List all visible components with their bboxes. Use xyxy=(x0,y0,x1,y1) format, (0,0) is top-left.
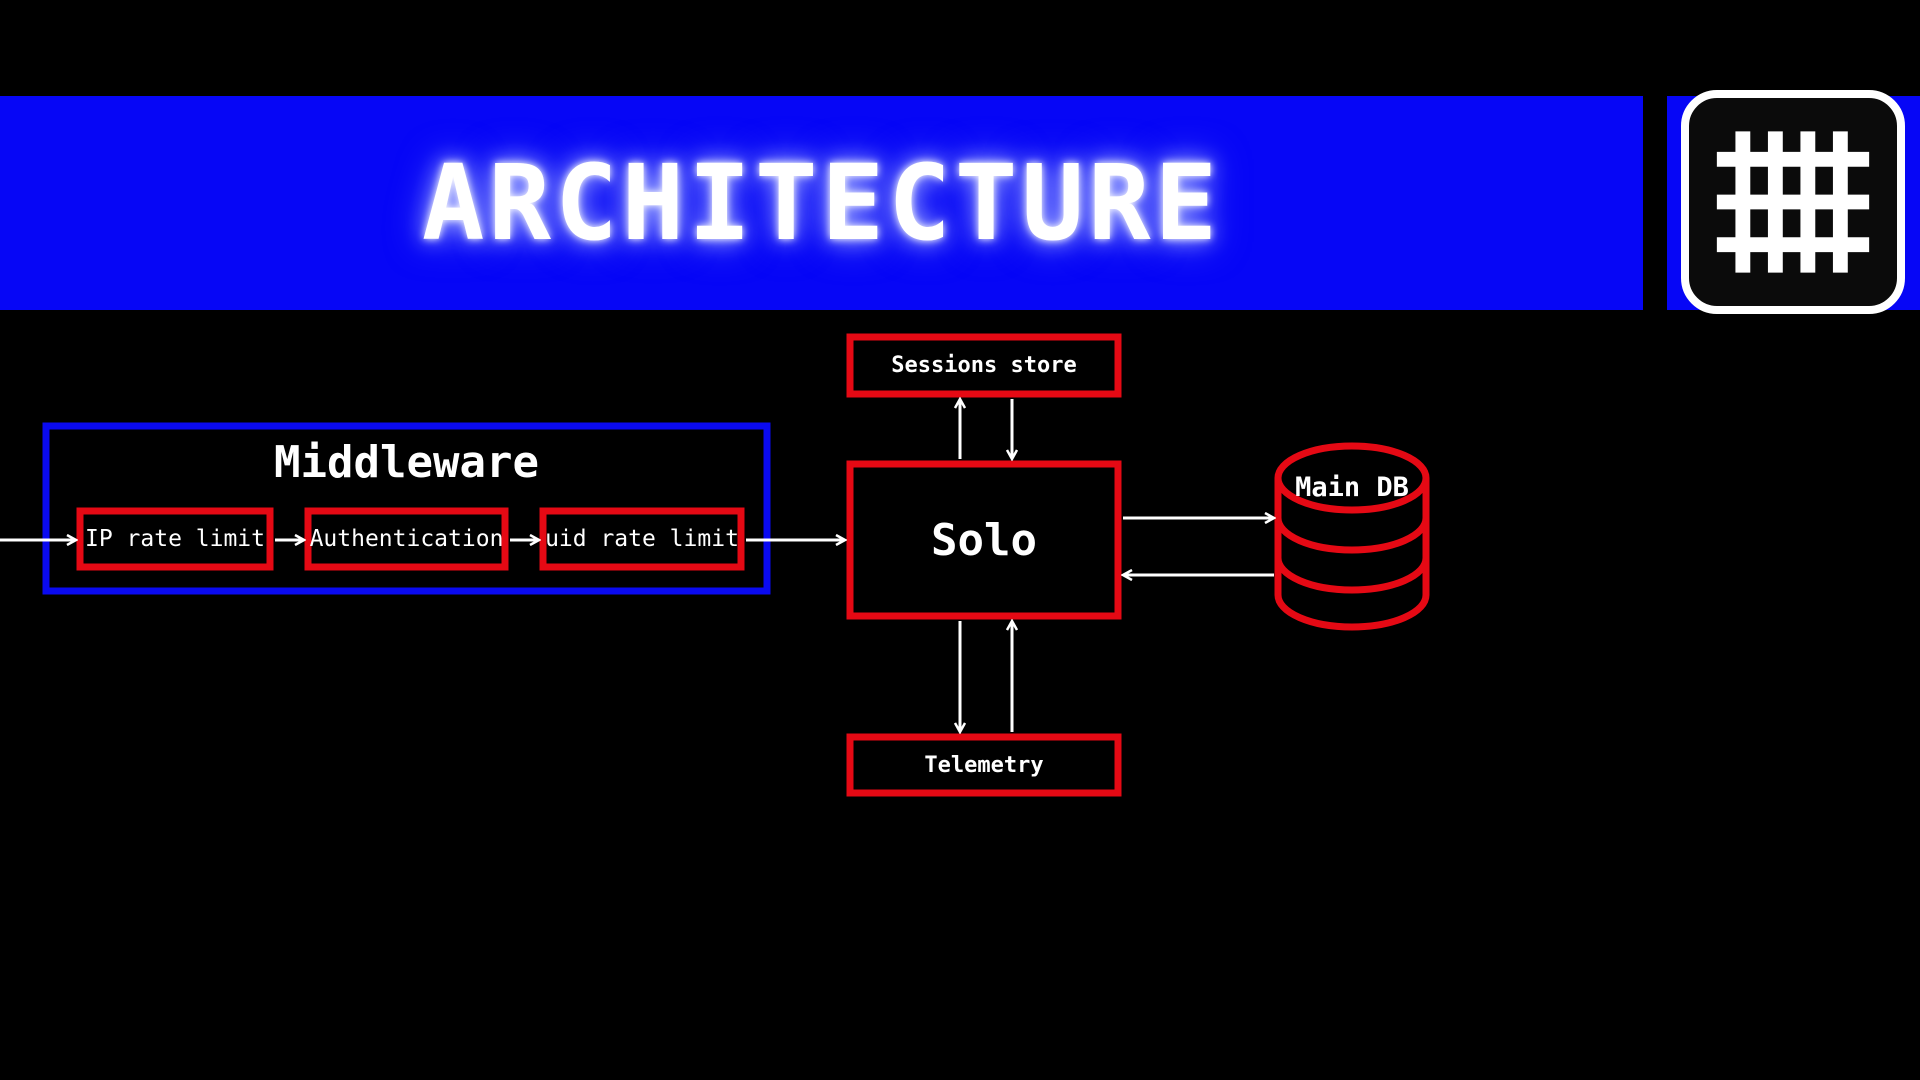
solo-box xyxy=(846,460,1122,620)
telemetry-label: Telemetry xyxy=(924,752,1044,778)
solo-label: Solo xyxy=(931,514,1037,566)
middleware-container xyxy=(42,422,771,595)
ip-rate-limit-box xyxy=(76,507,274,571)
middleware-title: Middleware xyxy=(274,436,539,488)
hash-grid-icon xyxy=(1681,90,1905,314)
main-db-label: Main DB xyxy=(1295,471,1409,503)
uid-rate-limit-box xyxy=(539,507,745,571)
uid-rate-limit-label: uid rate limit xyxy=(545,526,739,552)
authentication-label: Authentication xyxy=(309,526,504,552)
database-icon xyxy=(1274,442,1430,631)
page-title: ARCHITECTURE xyxy=(421,142,1222,264)
sessions-store-box xyxy=(846,333,1122,398)
ip-rate-limit-label: IP rate limit xyxy=(84,526,265,552)
hash-grid-icon-graphic xyxy=(1716,131,1870,273)
sessions-store-label: Sessions store xyxy=(891,353,1077,378)
title-banner xyxy=(0,96,1643,310)
telemetry-box xyxy=(846,733,1122,797)
authentication-box xyxy=(304,507,509,571)
